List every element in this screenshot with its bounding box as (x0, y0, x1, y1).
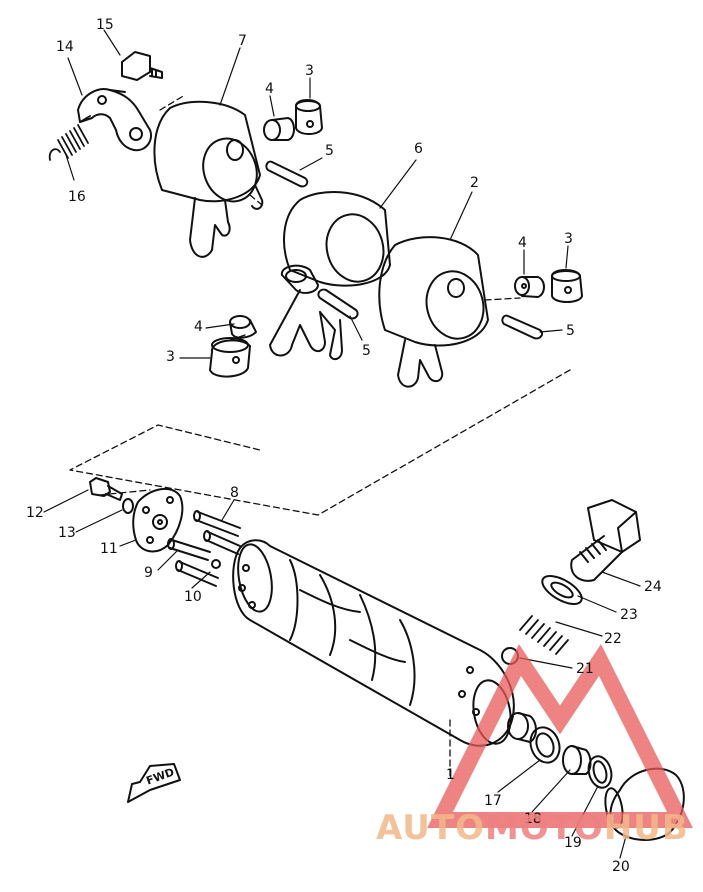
part-7-shift-fork (153, 100, 264, 258)
callout-15: 15 (96, 17, 114, 33)
part-5-pin-right (501, 314, 544, 340)
part-16-spring (48, 115, 91, 161)
callout-5: 5 (566, 323, 575, 339)
part-1-shift-drum (232, 539, 515, 747)
part-5-pin-top (265, 160, 309, 188)
callout-12: 12 (26, 505, 44, 521)
part-2-shift-fork (378, 236, 489, 388)
watermark: AUTOMOTOHUB (376, 808, 689, 848)
part-4-collar-right (514, 276, 545, 298)
triangle-logo-icon (427, 644, 693, 828)
watermark-part-moto: MOTO (484, 808, 604, 848)
part-18-spacer (562, 745, 592, 775)
callout-8: 8 (230, 485, 239, 501)
leader-lines (43, 29, 641, 859)
callout-5: 5 (325, 143, 334, 159)
part-22-spring (519, 615, 569, 655)
part-5-pin-middle (317, 288, 359, 320)
callout-21: 21 (576, 661, 594, 677)
callout-6: 6 (414, 141, 423, 157)
watermark-part-hub: HUB (603, 808, 689, 848)
part-11-segment-plate (132, 487, 184, 553)
callout-7: 7 (238, 33, 247, 49)
part-19-circlip (587, 755, 613, 789)
callout-4: 4 (265, 81, 274, 97)
part-6-shift-fork (269, 191, 391, 361)
callout-5: 5 (362, 343, 371, 359)
part-12-bolt (89, 477, 123, 501)
part-3-roller-right (551, 269, 583, 303)
callout-20: 20 (612, 859, 630, 875)
part-24-plug-bolt (570, 499, 641, 582)
part-9-pin (167, 538, 211, 561)
part-14-shift-lever (77, 88, 152, 152)
callout-18: 18 (524, 811, 542, 827)
callout-3: 3 (305, 63, 314, 79)
callout-22: 22 (604, 631, 622, 647)
callout-3: 3 (166, 349, 175, 365)
callout-16: 16 (68, 189, 86, 205)
callout-23: 23 (620, 607, 638, 623)
part-4-collar-left (229, 315, 257, 339)
callout-14: 14 (56, 39, 74, 55)
part-23-washer (541, 575, 583, 605)
callout-17: 17 (484, 793, 502, 809)
part-3-roller-top (295, 99, 323, 135)
part-13-washer (122, 498, 134, 514)
callout-4: 4 (194, 319, 203, 335)
part-8-pins (193, 510, 241, 555)
callout-24: 24 (644, 579, 662, 595)
callout-3: 3 (564, 231, 573, 247)
dashed-guide-lines (69, 94, 571, 781)
callout-10: 10 (184, 589, 202, 605)
callout-2: 2 (470, 175, 479, 191)
part-3-roller-left (209, 337, 251, 378)
part-4-collar-top (263, 117, 295, 141)
part-17-bearing (507, 712, 561, 764)
callout-4: 4 (518, 235, 527, 251)
callout-19: 19 (564, 835, 582, 851)
fwd-arrow-icon (127, 763, 181, 803)
part-10-pin (175, 559, 221, 587)
callout-11: 11 (100, 541, 118, 557)
callout-9: 9 (144, 565, 153, 581)
watermark-part-auto: AUTO (376, 808, 485, 848)
callout-13: 13 (58, 525, 76, 541)
callout-1: 1 (446, 767, 455, 783)
part-15-bolt (121, 51, 163, 81)
